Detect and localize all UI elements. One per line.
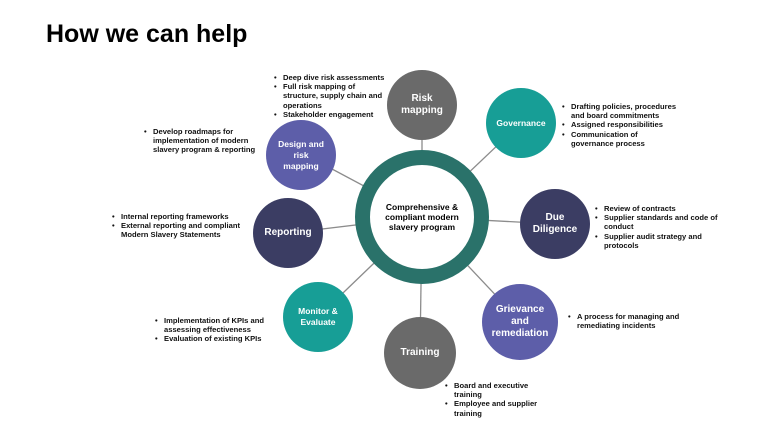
training-notes: Board and executive training Employee an… <box>444 381 552 418</box>
grievance-notes: A process for managing and remediating i… <box>567 312 692 330</box>
risk-mapping-notes: Deep dive risk assessments Full risk map… <box>273 73 389 119</box>
design-notes: Develop roadmaps for implementation of m… <box>143 127 267 155</box>
list-item: Communication of governance process <box>561 130 679 148</box>
list-item: Employee and supplier training <box>444 399 552 417</box>
list-item: Deep dive risk assessments <box>273 73 389 82</box>
node-governance-label: Governance <box>496 117 546 128</box>
reporting-notes: Internal reporting frameworks External r… <box>111 212 251 240</box>
node-risk-mapping: Risk mapping <box>387 70 457 140</box>
center-hub: Comprehensive & compliant modern slavery… <box>355 150 489 284</box>
node-governance: Governance <box>486 88 556 158</box>
list-item: Stakeholder engagement <box>273 110 389 119</box>
node-training: Training <box>384 317 456 389</box>
node-monitor-label: Monitor & Evaluate <box>298 306 338 327</box>
list-item: Assigned responsibilities <box>561 120 679 129</box>
node-design-label: Design and risk mapping <box>278 138 324 171</box>
node-reporting-label: Reporting <box>264 227 312 238</box>
list-item: Review of contracts <box>594 204 724 213</box>
list-item: Board and executive training <box>444 381 552 399</box>
node-grievance: Grievance and remediation <box>482 284 558 360</box>
node-monitor: Monitor & Evaluate <box>283 282 353 352</box>
list-item: Full risk mapping of structure, supply c… <box>273 82 389 110</box>
list-item: Develop roadmaps for implementation of m… <box>143 127 267 155</box>
list-item: A process for managing and remediating i… <box>567 312 692 330</box>
governance-notes: Drafting policies, procedures and board … <box>561 102 679 148</box>
list-item: Supplier standards and code of conduct <box>594 213 724 231</box>
list-item: Drafting policies, procedures and board … <box>561 102 679 120</box>
due-diligence-notes: Review of contracts Supplier standards a… <box>594 204 724 250</box>
list-item: Evaluation of existing KPIs <box>154 334 282 343</box>
node-training-label: Training <box>400 347 440 358</box>
node-risk-mapping-label: Risk mapping <box>401 93 443 116</box>
center-hub-label: Comprehensive & compliant modern slavery… <box>385 202 459 232</box>
list-item: External reporting and compliant Modern … <box>111 221 251 239</box>
node-due-diligence-label: Due Diligence <box>532 212 578 235</box>
node-grievance-label: Grievance and remediation <box>491 304 549 339</box>
node-due-diligence: Due Diligence <box>520 189 590 259</box>
list-item: Internal reporting frameworks <box>111 212 251 221</box>
monitor-notes: Implementation of KPIs and assessing eff… <box>154 316 282 344</box>
page-title: How we can help <box>46 20 248 48</box>
node-reporting: Reporting <box>253 198 323 268</box>
node-design: Design and risk mapping <box>266 120 336 190</box>
list-item: Supplier audit strategy and protocols <box>594 232 724 250</box>
list-item: Implementation of KPIs and assessing eff… <box>154 316 282 334</box>
